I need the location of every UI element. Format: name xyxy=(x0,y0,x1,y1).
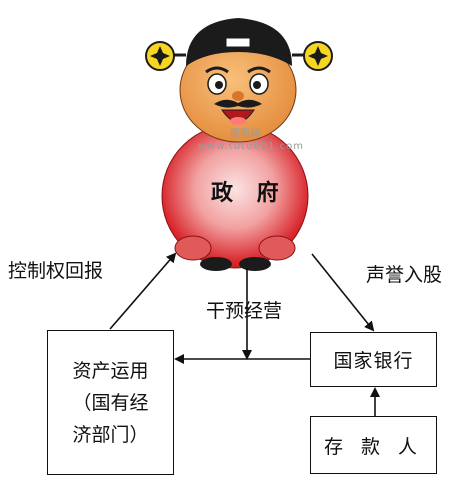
watermark-text: 图图网 xyxy=(230,129,260,140)
watermark-url: www.tutu001.com xyxy=(198,141,304,152)
arrow-reputation-share xyxy=(311,253,375,332)
node-asset-use: 资产运用 （国有经 济部门） xyxy=(47,330,174,475)
right-hand xyxy=(258,235,296,261)
node-state-bank-label: 国家银行 xyxy=(333,350,414,372)
hat-badge xyxy=(225,37,251,48)
node-depositor: 存 款 人 xyxy=(310,416,437,474)
left-hand xyxy=(174,235,212,261)
node-state-bank: 国家银行 xyxy=(310,332,437,387)
left-coin-icon xyxy=(145,41,175,71)
government-figure xyxy=(145,18,333,271)
right-foot xyxy=(239,257,271,271)
left-foot xyxy=(200,257,232,271)
arrow-control-return xyxy=(109,252,177,330)
node-depositor-label: 存 款 人 xyxy=(323,435,424,458)
node-asset-use-line3: 济部门） xyxy=(72,423,149,446)
mustache xyxy=(214,99,262,108)
government-label: 政 府 xyxy=(211,181,287,206)
connectors xyxy=(109,252,380,416)
edge-label-reputation-share: 声誉入股 xyxy=(366,264,443,286)
edge-label-control-return: 控制权回报 xyxy=(8,260,104,282)
edge-label-intervene: 干预经营 xyxy=(206,300,283,322)
right-coin-icon xyxy=(303,41,333,71)
node-asset-use-line2: （国有经 xyxy=(72,391,149,414)
node-asset-use-line1: 资产运用 xyxy=(72,359,149,382)
